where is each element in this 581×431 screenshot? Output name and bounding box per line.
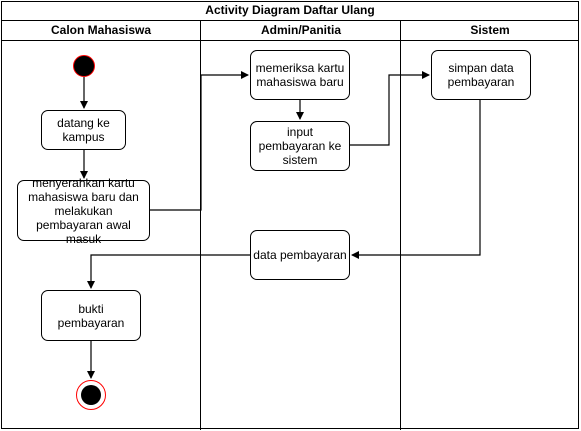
edge-simpan-to-data <box>351 100 481 259</box>
activity-data-pembayaran: data pembayaran <box>250 230 350 280</box>
end-node <box>76 380 106 410</box>
lane-header-calon-mahasiswa: Calon Mahasiswa <box>1 20 201 41</box>
activity-simpan-data: simpan data pembayaran <box>431 50 531 100</box>
edge-data-to-bukti <box>87 254 250 289</box>
edge-menyerahkan-to-memeriksa <box>150 71 249 211</box>
activity-menyerahkan-kartu: menyerahkan kartu mahasiswa baru dan mel… <box>17 176 150 246</box>
lane-divider <box>400 20 401 430</box>
lane-header-sistem: Sistem <box>401 20 579 41</box>
activity-datang-ke-kampus: datang ke kampus <box>41 110 126 150</box>
edge-input-to-simpan <box>350 71 430 146</box>
activity-bukti-pembayaran: bukti pembayaran <box>41 290 141 341</box>
activity-input-pembayaran: input pembayaran ke sistem <box>250 121 350 171</box>
diagram-title: Activity Diagram Daftar Ulang <box>1 1 579 21</box>
start-node <box>73 55 95 77</box>
activity-memeriksa-kartu: memeriksa kartu mahasiswa baru <box>250 50 350 100</box>
lane-divider <box>200 20 201 430</box>
lane-header-admin-panitia: Admin/Panitia <box>201 20 401 41</box>
end-node-core <box>81 385 101 405</box>
